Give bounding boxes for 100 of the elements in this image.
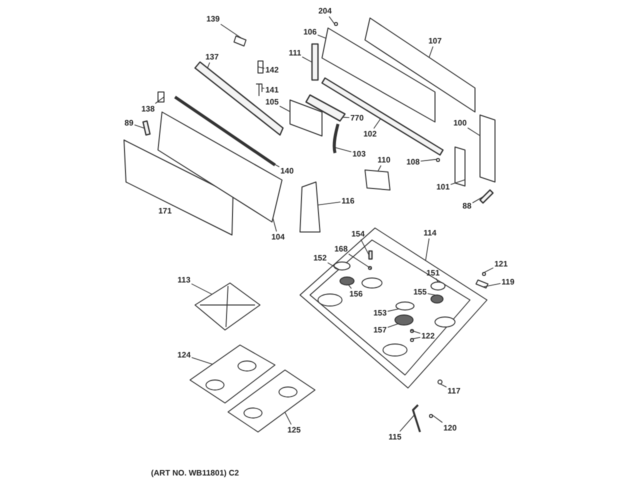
- callout-number: 142: [265, 66, 279, 74]
- callout-number: 141: [265, 86, 279, 94]
- leader-line: [482, 283, 501, 288]
- callout-number: 155: [413, 288, 427, 296]
- drip-pan-drawing: [228, 370, 316, 432]
- leader-line: [220, 24, 242, 38]
- callout-number: 168: [334, 244, 348, 254]
- glass-panel-drawing: [124, 140, 234, 236]
- leader-line: [348, 254, 372, 270]
- leader-line: [427, 293, 436, 296]
- callout-number: 110: [378, 156, 390, 164]
- callout-number: 114: [424, 228, 436, 238]
- art-number-label: (ART NO. WB11801) C2: [150, 468, 240, 478]
- callout-number: 117: [448, 386, 460, 396]
- callout-number: 154: [351, 230, 365, 238]
- callout-number: 89: [124, 118, 134, 128]
- screw-drawing: [334, 22, 338, 26]
- leader-line: [428, 46, 434, 58]
- callout-number: 108: [406, 158, 420, 166]
- callout-number: 152: [313, 254, 327, 262]
- leader-line: [334, 146, 352, 152]
- callout-number: 115: [388, 432, 402, 442]
- hose-drawing: [332, 124, 340, 154]
- callout-number: 140: [280, 166, 294, 176]
- leader-line: [317, 34, 326, 39]
- leader-line: [420, 158, 438, 162]
- leader-line: [431, 414, 443, 423]
- leader-line: [284, 412, 292, 425]
- clip-drawing: [234, 36, 246, 46]
- leader-line: [328, 16, 335, 24]
- leader-line: [378, 165, 382, 172]
- wire-drawing: [412, 404, 421, 432]
- leader-line: [425, 238, 430, 261]
- leader-line: [327, 262, 340, 270]
- leader-line: [272, 218, 277, 232]
- leader-line: [191, 283, 212, 295]
- leader-line: [450, 179, 466, 185]
- callout-number: 204: [318, 6, 332, 16]
- callout-number: 124: [177, 350, 191, 360]
- callout-number: 88: [462, 202, 472, 210]
- callout-number: 105: [265, 98, 279, 106]
- leader-line: [134, 124, 145, 129]
- leader-line: [302, 56, 312, 63]
- screw-drawing: [429, 414, 433, 418]
- leader-line: [207, 62, 210, 68]
- callout-number: 103: [352, 150, 366, 158]
- screw-drawing: [436, 158, 440, 162]
- top-cap-drawing: [364, 18, 476, 112]
- leader-line: [387, 308, 400, 312]
- leader-line: [373, 118, 381, 129]
- end-trim-drawing: [142, 120, 151, 136]
- leader-line: [410, 337, 421, 340]
- leader-line: [348, 284, 352, 289]
- callout-number: 113: [178, 276, 190, 284]
- leader-line: [410, 330, 421, 334]
- callout-number: 101: [436, 182, 450, 192]
- leader-line: [258, 66, 265, 69]
- callout-number: 139: [206, 14, 220, 24]
- leader-line: [191, 357, 213, 365]
- callout-number: 138: [141, 104, 155, 114]
- leader-line: [342, 116, 350, 118]
- spacer-drawing: [258, 60, 264, 74]
- trim-drawing: [305, 94, 346, 122]
- callout-number: 111: [288, 48, 302, 58]
- callout-number: 125: [287, 426, 301, 434]
- leader-line: [154, 96, 164, 104]
- callout-number: 119: [502, 278, 514, 286]
- callout-number: 107: [428, 36, 442, 46]
- end-piece-drawing: [300, 182, 320, 232]
- leader-line: [472, 196, 484, 204]
- callout-number: 151: [426, 268, 440, 278]
- leader-line: [399, 414, 415, 432]
- terminal-block-drawing: [364, 170, 390, 190]
- callout-number: 171: [158, 206, 172, 216]
- end-cap-drawing: [480, 114, 496, 182]
- leader-line: [279, 106, 290, 112]
- leader-line: [482, 267, 494, 274]
- callout-number: 122: [421, 332, 435, 340]
- leader-line: [271, 162, 280, 168]
- trim-bar-drawing: [194, 61, 284, 136]
- leader-line: [387, 323, 398, 328]
- callout-number: 100: [453, 118, 467, 128]
- callout-number: 120: [443, 424, 457, 432]
- bracket-drawing: [158, 92, 164, 102]
- leader-line: [262, 88, 265, 89]
- leader-line: [436, 278, 438, 282]
- screw-drawing: [256, 84, 262, 96]
- screw-drawing: [482, 272, 486, 276]
- cooktop-drawing: [300, 228, 488, 388]
- callout-number: 156: [349, 290, 363, 298]
- bracket-drawing: [311, 43, 319, 81]
- callout-number: 104: [271, 232, 285, 242]
- callout-number: 770: [350, 114, 364, 122]
- callout-number: 153: [373, 308, 387, 318]
- screw-drawing: [438, 380, 442, 384]
- callout-number: 137: [205, 52, 219, 62]
- spacer-drawing: [479, 189, 494, 204]
- callout-number: 116: [342, 196, 354, 206]
- backguard-panel-drawing: [158, 112, 282, 222]
- bracket-drawing: [454, 146, 466, 186]
